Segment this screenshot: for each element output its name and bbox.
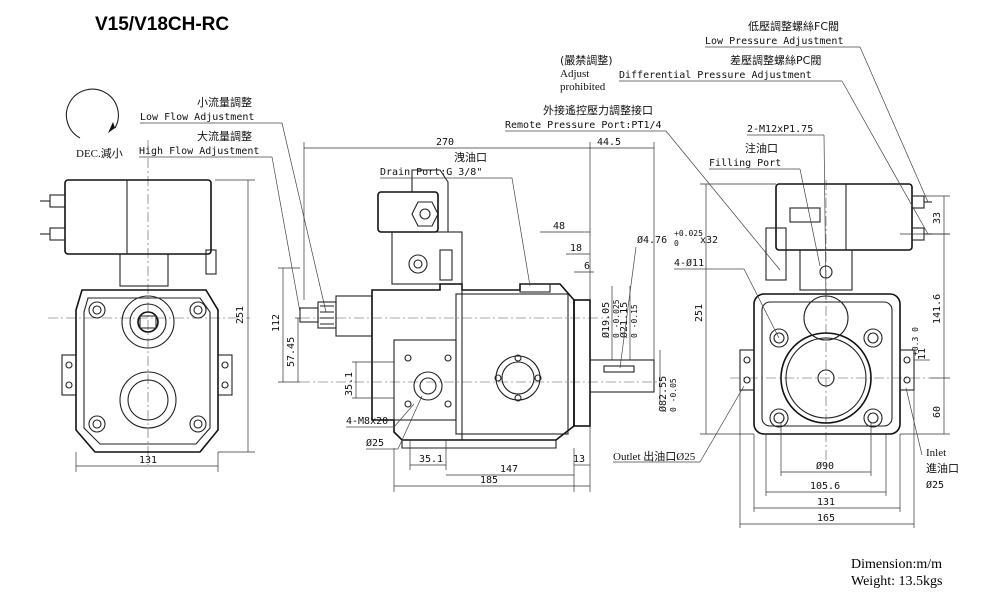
dim-251-right: 251 bbox=[694, 304, 705, 322]
dim-13: 13 bbox=[573, 454, 585, 465]
diff-pressure-zh: 差壓調整螺絲PC閥 bbox=[730, 53, 821, 67]
dim-165: 165 bbox=[817, 513, 835, 524]
dim-6: 6 bbox=[584, 261, 590, 272]
drain-zh: 洩油口 bbox=[454, 150, 487, 164]
key-tol-up: +0.025 bbox=[674, 229, 703, 238]
dim-33: 33 bbox=[932, 212, 943, 224]
dim-112: 112 bbox=[271, 314, 282, 332]
mount-thread: 4-M8x20 bbox=[346, 416, 388, 427]
prohibited-en1: Adjust bbox=[560, 68, 589, 80]
outlet-label: Outlet 出油口Ø25 bbox=[613, 449, 696, 463]
dim-35-1-v: 35.1 bbox=[344, 372, 355, 396]
dim-251-left: 251 bbox=[235, 306, 246, 324]
dec-label: DEC.減小 bbox=[76, 146, 123, 160]
holes-label: 4-Ø11 bbox=[674, 257, 704, 269]
large-flow-en: High Flow Adjustment bbox=[139, 146, 259, 157]
small-flow-zh: 小流量調整 bbox=[197, 95, 252, 109]
inlet-en: Inlet bbox=[926, 447, 946, 459]
dim-18: 18 bbox=[570, 243, 582, 254]
dim-57-45: 57.45 bbox=[286, 337, 297, 367]
page-title: V15/V18CH-RC bbox=[95, 14, 230, 35]
bolt-label: 2-M12xP1.75 bbox=[747, 124, 813, 135]
dim-131-left: 131 bbox=[139, 455, 157, 466]
rear-view: 251 33 141.6 60 11 +0.3 0 Ø90 105.6 131 … bbox=[694, 180, 950, 528]
dim-21-15: Ø21.15 bbox=[618, 302, 630, 338]
dim-21-15-tol: 0 -0.15 bbox=[630, 304, 639, 338]
dim-82-55-tol: 0 -0.05 bbox=[669, 378, 678, 412]
remote-zh: 外接遙控壓力調整接口 bbox=[543, 103, 653, 117]
filling-zh: 注油口 bbox=[745, 141, 778, 155]
front-view: 131 251 bbox=[40, 88, 255, 472]
prohibited-en2: prohibited bbox=[560, 81, 606, 93]
dim-141-6: 141.6 bbox=[932, 294, 943, 324]
diff-pressure-en: Differential Pressure Adjustment bbox=[619, 70, 812, 81]
drain-en: Drain Port:G 3/8" bbox=[380, 167, 482, 178]
prohibited-zh: (嚴禁調整) bbox=[560, 53, 613, 67]
key-dim: Ø4.76 bbox=[637, 234, 667, 246]
bore-dia: Ø25 bbox=[366, 437, 384, 449]
inlet-zh: 進油口 bbox=[926, 461, 959, 475]
dimension-unit: Dimension:m/m bbox=[851, 557, 942, 572]
dim-35-1-h: 35.1 bbox=[419, 454, 443, 465]
low-pressure-en: Low Pressure Adjustment bbox=[705, 36, 843, 47]
side-view: 270 44.5 48 18 6 112 57.45 35.1 35.1 147 bbox=[271, 137, 678, 492]
low-pressure-zh: 低壓調整螺絲FC閥 bbox=[748, 19, 839, 33]
key-tol-lo: 0 bbox=[674, 239, 679, 248]
footer: Dimension:m/m Weight: 13.5kgs bbox=[851, 556, 942, 590]
key-len: x32 bbox=[700, 235, 718, 246]
weight: Weight: 13.5kgs bbox=[851, 574, 943, 589]
dim-105-6: 105.6 bbox=[810, 481, 840, 492]
inlet-dia: Ø25 bbox=[926, 479, 944, 491]
dim-19-05-tol: 0 -0.025 bbox=[612, 299, 621, 338]
remote-en: Remote Pressure Port:PT1/4 bbox=[505, 120, 662, 131]
dim-60: 60 bbox=[932, 406, 943, 418]
dim-11: 11 bbox=[917, 348, 928, 360]
dim-19-05: Ø19.05 bbox=[600, 302, 612, 338]
dim-270: 270 bbox=[436, 137, 454, 148]
dim-11-tol: +0.3 0 bbox=[911, 327, 920, 356]
dim-131-right: 131 bbox=[817, 497, 835, 508]
dim-90: Ø90 bbox=[816, 460, 834, 472]
dim-147: 147 bbox=[500, 464, 518, 475]
dim-48: 48 bbox=[553, 221, 565, 232]
rotation-arrow-icon bbox=[65, 88, 119, 139]
dim-185: 185 bbox=[480, 475, 498, 486]
large-flow-zh: 大流量調整 bbox=[197, 129, 252, 143]
filling-en: Filling Port bbox=[709, 158, 781, 169]
dim-82-55: Ø82.55 bbox=[657, 376, 669, 412]
dim-44-5: 44.5 bbox=[597, 137, 621, 148]
small-flow-en: Low Flow Adjustment bbox=[140, 112, 254, 123]
